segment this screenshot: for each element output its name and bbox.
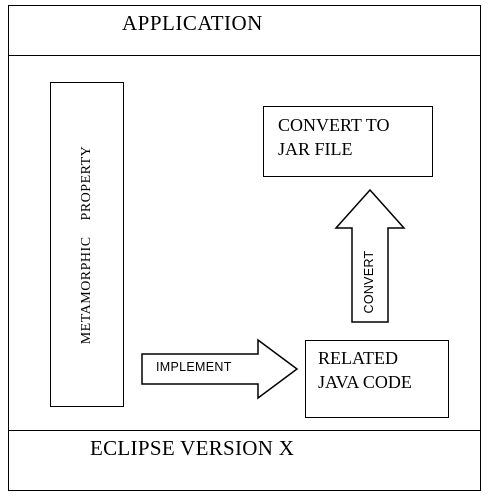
convert-arrow <box>334 188 406 323</box>
convert-arrow-label: CONVERT <box>362 250 376 314</box>
application-title: APPLICATION <box>122 11 263 35</box>
related-java-code-line2: JAVA CODE <box>318 372 412 392</box>
related-java-code-line1: RELATED <box>318 348 398 368</box>
implement-arrow-label: IMPLEMENT <box>156 360 232 374</box>
eclipse-band <box>8 430 481 491</box>
convert-to-jar-box: CONVERT TO JAR FILE <box>263 106 433 177</box>
convert-to-jar-line2: JAR FILE <box>278 139 353 159</box>
convert-to-jar-line1: CONVERT TO <box>278 115 390 135</box>
related-java-code-label: RELATED JAVA CODE <box>318 346 412 394</box>
convert-to-jar-label: CONVERT TO JAR FILE <box>278 113 389 161</box>
implement-arrow <box>141 338 299 400</box>
application-band <box>8 5 481 56</box>
eclipse-title: ECLIPSE VERSION X <box>90 436 295 460</box>
metamorphic-property-box <box>50 82 124 407</box>
related-java-code-box: RELATED JAVA CODE <box>305 340 449 418</box>
